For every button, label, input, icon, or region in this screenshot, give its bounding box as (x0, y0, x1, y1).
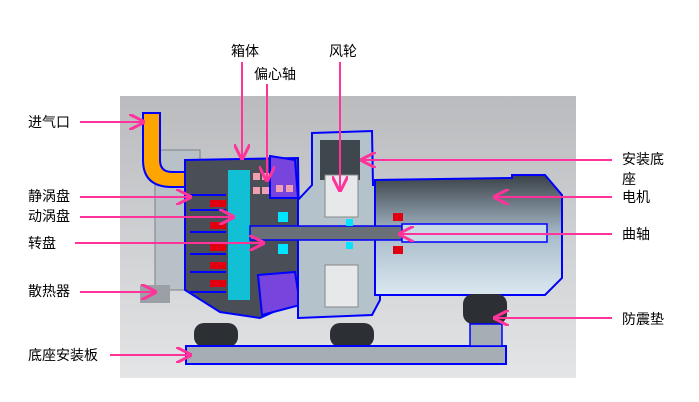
label-arrows (75, 62, 612, 355)
label-crankshaft: 曲轴 (622, 227, 650, 243)
label-mount-base-line2: 座 (622, 172, 636, 188)
fan-wheel-lower (324, 264, 359, 308)
shaft-bearings (278, 212, 353, 254)
rear-support (469, 323, 503, 347)
label-fan-wheel: 风轮 (329, 44, 357, 60)
base-mount-plate (185, 345, 507, 365)
label-box: 箱体 (231, 44, 259, 60)
label-turntable: 转盘 (28, 236, 56, 252)
scroll-wraps (190, 194, 226, 293)
label-radiator: 散热器 (28, 284, 70, 300)
label-fixed-scroll: 静涡盘 (28, 189, 70, 205)
label-motor: 电机 (622, 190, 650, 206)
eccentric-bearing-housing (269, 154, 300, 199)
fan-wheel (324, 174, 359, 218)
fixed-scroll-fins (210, 200, 226, 287)
label-base-mount-plate: 底座安装板 (28, 348, 98, 364)
label-shock-pad: 防震垫 (622, 312, 664, 328)
motor-bearings (393, 213, 403, 254)
label-orbiting-scroll: 动涡盘 (28, 209, 70, 225)
label-air-inlet: 进气口 (28, 115, 70, 131)
label-mount-base-line1: 安装底 (622, 152, 664, 168)
orbiting-scroll (228, 170, 250, 300)
crankshaft (249, 225, 403, 241)
label-eccentric-shaft: 偏心轴 (254, 67, 296, 83)
radiator-foot (140, 285, 170, 303)
